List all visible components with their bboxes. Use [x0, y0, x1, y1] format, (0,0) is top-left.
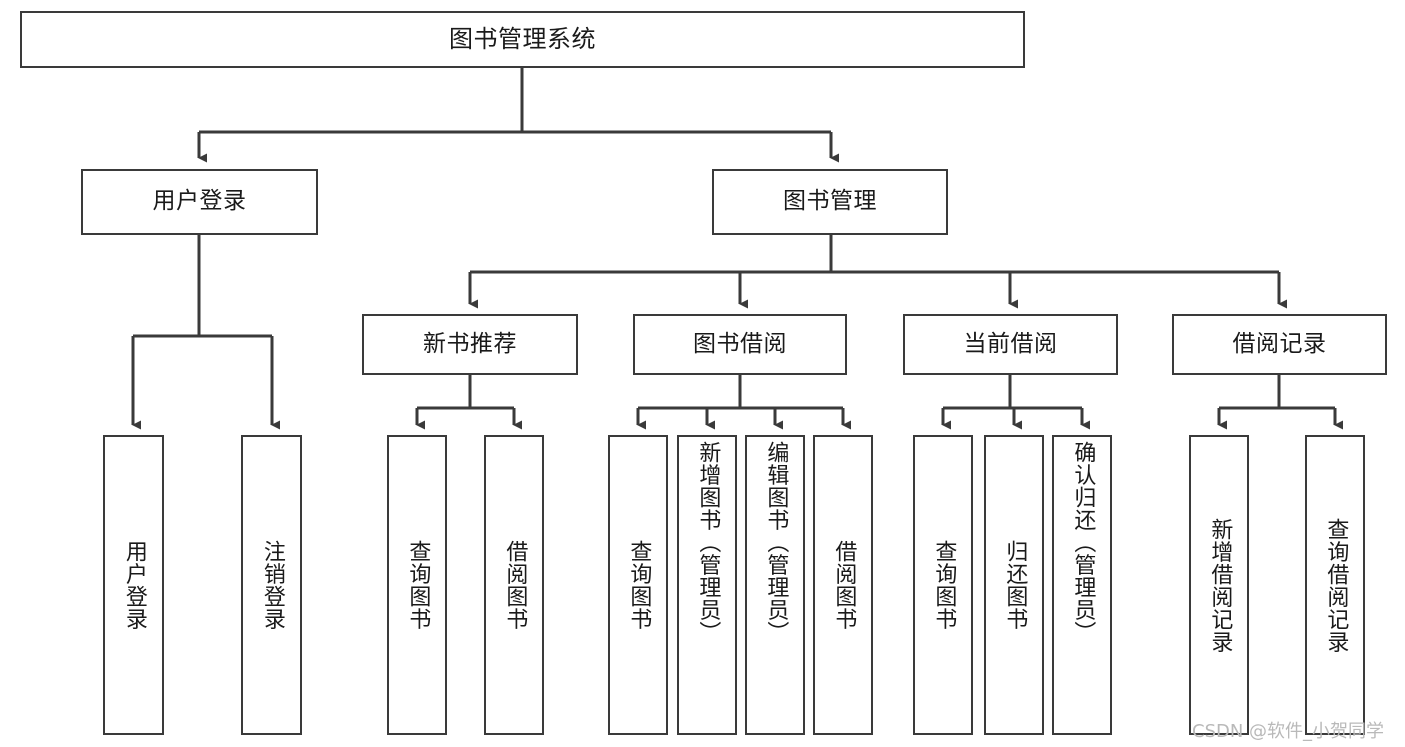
node-root[interactable]: 图书管理系统	[20, 11, 1025, 68]
edge-bookmgmt-to-level3	[468, 235, 1287, 309]
leaf-query-books-borrow[interactable]: 查询图书	[608, 435, 668, 735]
leaf-query-books-recommend[interactable]: 查询图书	[387, 435, 447, 735]
node-new-book-recommend[interactable]: 新书推荐	[362, 314, 578, 375]
node-current-borrow[interactable]: 当前借阅	[903, 314, 1118, 375]
edge-borrow-to-leaves	[636, 375, 851, 430]
leaf-add-book-admin[interactable]: 新增图书（管理员）	[677, 435, 737, 735]
leaf-borrow-books[interactable]: 借阅图书	[813, 435, 873, 735]
edge-records-to-leaves	[1217, 375, 1343, 430]
node-book-management[interactable]: 图书管理	[712, 169, 948, 235]
leaf-query-borrow-record[interactable]: 查询借阅记录	[1305, 435, 1365, 735]
edge-root-to-level2	[197, 68, 839, 163]
leaf-user-login[interactable]: 用户登录	[103, 435, 164, 735]
leaf-query-books-current[interactable]: 查询图书	[913, 435, 973, 735]
leaf-confirm-return-admin[interactable]: 确认归还（管理员）	[1052, 435, 1112, 735]
leaf-borrow-books-recommend[interactable]: 借阅图书	[484, 435, 544, 735]
csdn-watermark: CSDN @软件_小贺同学	[1192, 721, 1385, 742]
leaf-return-books[interactable]: 归还图书	[984, 435, 1044, 735]
leaf-add-borrow-record[interactable]: 新增借阅记录	[1189, 435, 1249, 735]
edge-userlogin-to-leaves	[131, 235, 280, 430]
edge-current-to-leaves	[941, 375, 1090, 430]
node-book-borrow[interactable]: 图书借阅	[633, 314, 847, 375]
leaf-logout-login[interactable]: 注销登录	[241, 435, 302, 735]
leaf-edit-book-admin[interactable]: 编辑图书（管理员）	[745, 435, 805, 735]
edge-newbooks-to-leaves	[415, 375, 522, 430]
node-borrow-records[interactable]: 借阅记录	[1172, 314, 1387, 375]
node-user-login[interactable]: 用户登录	[81, 169, 318, 235]
